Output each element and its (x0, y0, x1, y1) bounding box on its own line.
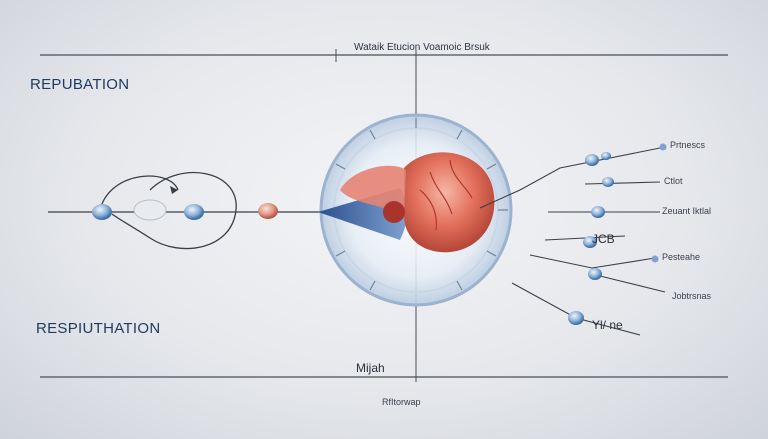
right-end-dot-1 (659, 143, 667, 151)
right-label-1: Prtnescs (670, 140, 706, 150)
right-label-6: Jobtrsnas (672, 291, 712, 301)
center-bottom-label: Mijah (356, 361, 385, 375)
loop-curve-left (99, 175, 179, 211)
bead-1 (92, 204, 112, 220)
right-label-3: Zeuant Iktlal (662, 206, 712, 216)
bead-2 (184, 204, 204, 220)
right-bead-5 (588, 268, 602, 280)
right-label-2: Ctlot (664, 176, 683, 186)
right-end-dot-2 (651, 255, 659, 263)
right-label-5: Pesteahe (662, 252, 701, 262)
bead-cluster (133, 199, 167, 221)
heart-vessels (419, 159, 473, 231)
right-bead-1b (601, 152, 611, 160)
right-bead-1 (585, 154, 599, 166)
footer-label: RfItorwap (382, 397, 421, 407)
right-label-4: JCB (592, 232, 615, 246)
heart-node (383, 201, 405, 223)
right-bead-4 (583, 236, 597, 248)
loop-curve-right (111, 171, 237, 250)
right-connectors (479, 147, 666, 336)
top-caption: Wataik Etucion Voamoic Brsuk (354, 42, 490, 53)
right-bead-3 (591, 206, 605, 218)
left-title: REPUBATION (30, 76, 130, 93)
dial-ticks (335, 118, 508, 291)
right-bead-6 (568, 311, 584, 325)
bead-red (258, 203, 278, 219)
heart-organ (404, 152, 495, 253)
arrowhead-left (170, 186, 178, 194)
left-bottom-title: RESPIUTHATION (36, 320, 161, 337)
right-bead-2 (602, 177, 614, 187)
right-label-7: Yl/ ne (592, 318, 623, 332)
